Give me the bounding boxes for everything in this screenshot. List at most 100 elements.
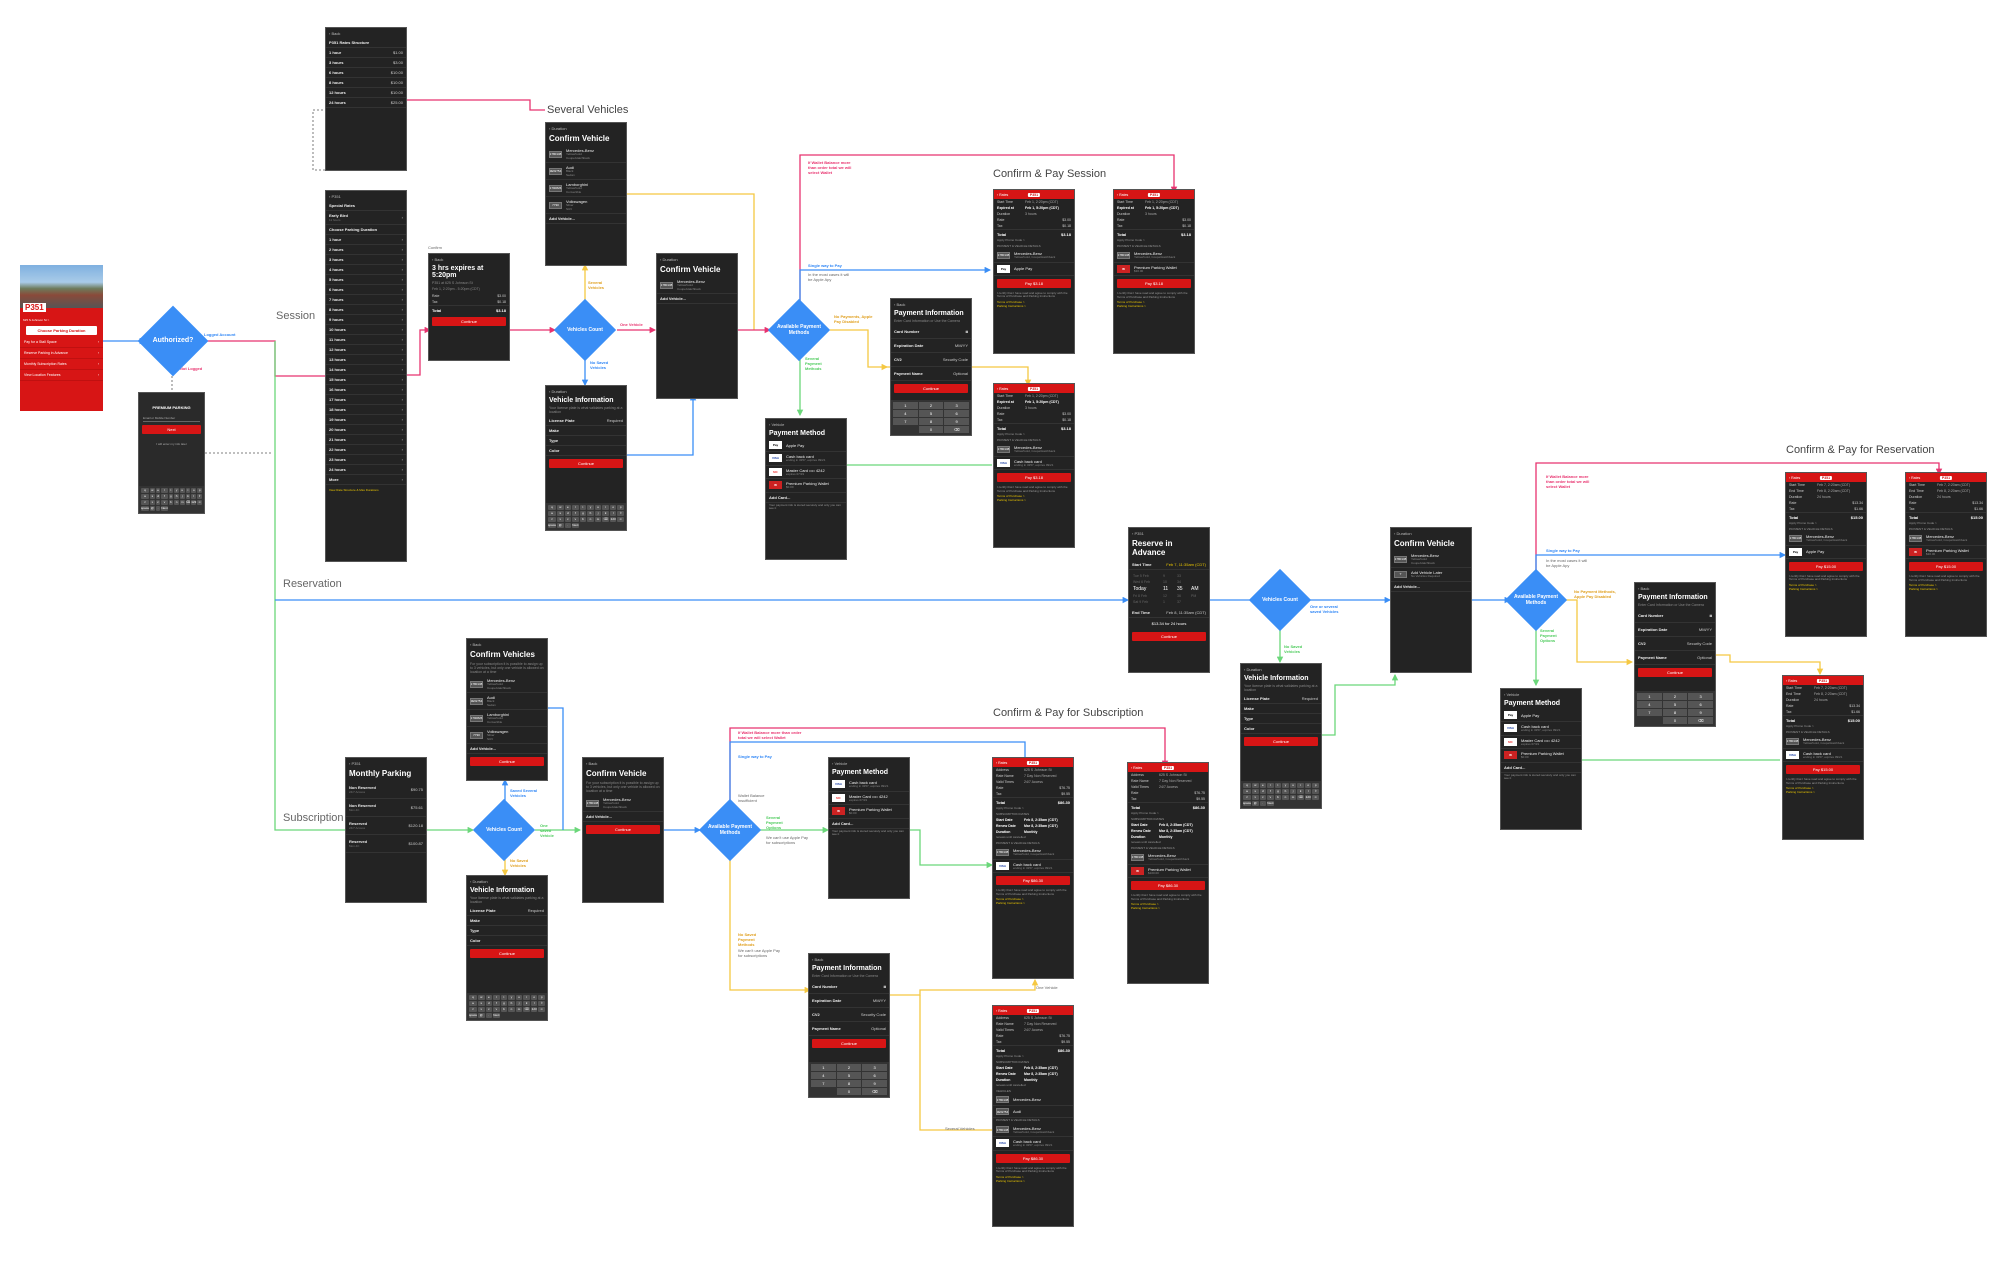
key[interactable]: o bbox=[609, 505, 617, 510]
numpad-key[interactable]: 2 bbox=[1662, 693, 1688, 700]
add-vehicle-button[interactable]: Add Vehicle... bbox=[583, 812, 663, 822]
back-button[interactable]: ‹ Rates bbox=[996, 760, 1008, 765]
pay-button[interactable]: Pay $15.00 bbox=[1786, 765, 1860, 774]
key[interactable]: k bbox=[1297, 789, 1304, 794]
rate-item[interactable]: 8 hours$10.00 bbox=[326, 78, 406, 88]
key[interactable]: l bbox=[191, 494, 197, 499]
key[interactable]: j bbox=[594, 511, 602, 516]
key[interactable]: t bbox=[168, 488, 174, 493]
key[interactable]: s bbox=[478, 1001, 485, 1006]
numpad-key[interactable]: 7 bbox=[811, 1080, 836, 1087]
key[interactable]: o bbox=[1304, 783, 1312, 788]
key[interactable]: ⌫ bbox=[185, 500, 191, 505]
instructions-link[interactable]: Parking Instructions > bbox=[1786, 790, 1815, 794]
back-button[interactable]: ‹ Rates bbox=[996, 1008, 1008, 1013]
key[interactable]: n bbox=[508, 1007, 515, 1012]
numpad-key[interactable]: 6 bbox=[944, 410, 969, 417]
skip-link[interactable]: I will enter my info later bbox=[156, 442, 187, 446]
add-vehicle-button[interactable]: Add Vehicle... bbox=[546, 214, 626, 224]
key[interactable]: w bbox=[557, 505, 564, 510]
numpad-key[interactable]: 0 bbox=[918, 426, 944, 433]
numpad-key[interactable]: 7 bbox=[893, 418, 918, 425]
key[interactable]: u bbox=[594, 505, 602, 510]
duration-item[interactable]: 18 hours› bbox=[326, 405, 406, 415]
key[interactable]: r bbox=[161, 488, 168, 493]
key[interactable]: y bbox=[174, 488, 179, 493]
promo-code-link[interactable]: Apply Promo Code > bbox=[996, 806, 1024, 810]
back-button[interactable]: ‹ P351 bbox=[329, 194, 341, 199]
instructions-link[interactable]: Parking Instructions > bbox=[1909, 587, 1938, 591]
key[interactable]: r bbox=[1267, 783, 1274, 788]
vehicle-field[interactable]: Make bbox=[1241, 704, 1321, 714]
key[interactable]: d bbox=[564, 511, 572, 516]
back-button[interactable]: ‹ Back bbox=[894, 302, 906, 307]
key[interactable]: . bbox=[155, 506, 161, 511]
terms-link[interactable]: Terms of Purchase > bbox=[1131, 902, 1159, 906]
payment-field[interactable]: Card Number◙ bbox=[809, 980, 889, 994]
key[interactable]: x bbox=[478, 1007, 485, 1012]
numpad-key[interactable] bbox=[893, 426, 918, 433]
back-button[interactable]: ‹ Duration bbox=[1394, 531, 1412, 536]
rate-item[interactable]: 12 hours$10.00 bbox=[326, 88, 406, 98]
key[interactable]: h bbox=[587, 511, 594, 516]
key[interactable]: c bbox=[485, 1007, 493, 1012]
back-button[interactable]: ‹ Back bbox=[432, 257, 444, 262]
key[interactable]: 123 bbox=[191, 500, 197, 505]
key[interactable]: 123 bbox=[530, 1007, 538, 1012]
numpad-key[interactable]: 9 bbox=[862, 1080, 887, 1087]
continue-button[interactable]: Continue bbox=[470, 757, 544, 766]
key[interactable]: z bbox=[141, 500, 150, 505]
duration-item[interactable]: 21 hours› bbox=[326, 435, 406, 445]
numpad-key[interactable]: 7 bbox=[1637, 709, 1662, 716]
duration-item[interactable]: 6 hours› bbox=[326, 285, 406, 295]
back-button[interactable]: ‹ Back bbox=[812, 957, 824, 962]
duration-item[interactable]: More› bbox=[326, 475, 406, 485]
key[interactable]: w bbox=[478, 995, 485, 1000]
key[interactable]: c bbox=[155, 500, 161, 505]
key[interactable]: g bbox=[500, 1001, 508, 1006]
menu-item-features[interactable]: View Location Features› bbox=[20, 370, 103, 381]
pay-button[interactable]: Pay $86.30 bbox=[996, 1153, 1070, 1163]
back-button[interactable]: ‹ Vehicle bbox=[832, 761, 848, 766]
promo-code-link[interactable]: Apply Promo Code > bbox=[1909, 521, 1937, 525]
key[interactable]: m bbox=[179, 500, 185, 505]
pay-button[interactable]: Pay $86.30 bbox=[1131, 881, 1205, 890]
camera-icon[interactable]: ◙ bbox=[883, 984, 886, 989]
key[interactable]: i bbox=[602, 505, 609, 510]
key[interactable]: d bbox=[485, 1001, 493, 1006]
key[interactable]: . bbox=[485, 1013, 493, 1018]
key[interactable]: j bbox=[179, 494, 185, 499]
key[interactable]: . bbox=[564, 523, 572, 528]
numpad-key[interactable]: 5 bbox=[1662, 701, 1688, 708]
key[interactable]: Next bbox=[1267, 801, 1274, 806]
key[interactable]: b bbox=[168, 500, 174, 505]
key[interactable]: u bbox=[1289, 783, 1297, 788]
key[interactable]: @ bbox=[1252, 801, 1259, 806]
instructions-link[interactable]: Parking Instructions > bbox=[997, 303, 1026, 308]
continue-button[interactable]: Continue bbox=[812, 1039, 886, 1048]
